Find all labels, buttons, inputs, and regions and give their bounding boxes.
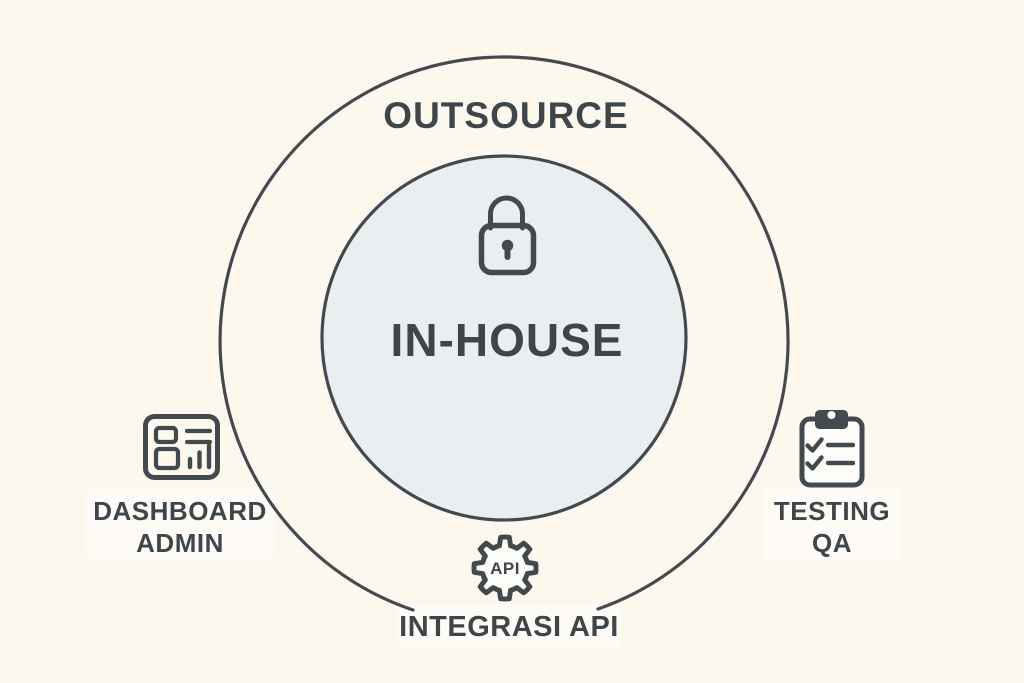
label-halo bbox=[763, 487, 901, 561]
inhouse-label: IN-HOUSE bbox=[390, 314, 624, 366]
integrasi-api-label: INTEGRASI API bbox=[399, 611, 619, 643]
label-halo bbox=[86, 487, 274, 561]
testing-qa-label-line2: QA bbox=[811, 528, 852, 558]
outer-circle bbox=[218, 55, 790, 612]
dashboard-admin-label-line2: ADMIN bbox=[136, 528, 224, 558]
inner-circle bbox=[320, 154, 688, 522]
gear-icon bbox=[471, 534, 539, 602]
testing-qa-label: TESTING QA bbox=[774, 495, 890, 559]
testing-qa-label-line1: TESTING bbox=[773, 496, 891, 526]
gear-api-text: API bbox=[490, 559, 520, 578]
outsource-label: OUTSOURCE bbox=[383, 95, 629, 136]
lock-icon bbox=[478, 195, 537, 276]
clipboard-icon bbox=[799, 410, 865, 488]
dashboard-admin-label: DASHBOARD ADMIN bbox=[93, 495, 267, 559]
dashboard-icon bbox=[143, 414, 220, 480]
label-halo bbox=[397, 605, 621, 649]
dashboard-admin-label-line1: DASHBOARD bbox=[93, 496, 267, 526]
